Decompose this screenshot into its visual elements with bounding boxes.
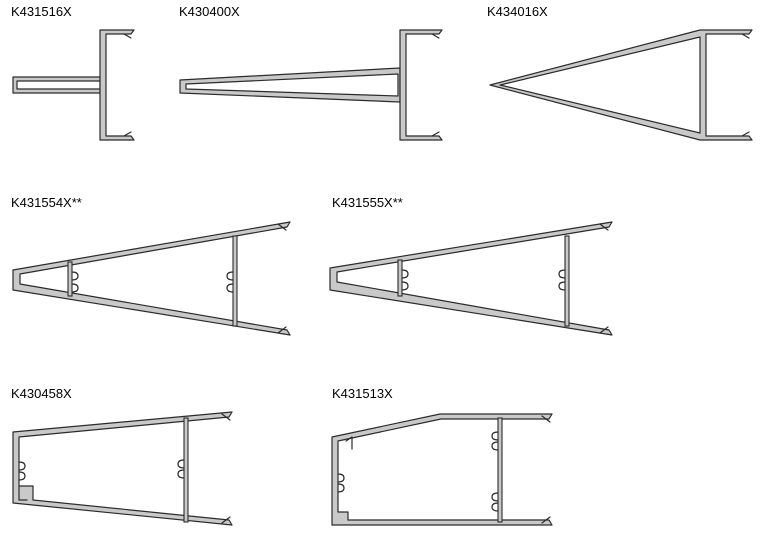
profile-label-k430458x: K430458X [11,386,72,401]
profile-label-k431516x: K431516X [11,4,72,19]
profile-drawing-k431516x [12,29,135,141]
profile-drawing-k431513x [331,413,553,526]
profile-label-k434016x: K434016X [487,4,548,19]
profile-drawing-k431554x [12,221,291,336]
profile-drawing-k431555x [329,221,613,336]
profile-label-k431513x: K431513X [332,386,393,401]
profile-label-k430400x: K430400X [179,4,240,19]
profile-drawing-k434016x [489,29,753,141]
profile-label-k431555x: K431555X** [332,195,403,210]
profile-drawing-k430400x [179,29,443,141]
profile-label-k431554x: K431554X** [11,195,82,210]
profile-drawing-k430458x [12,411,233,526]
